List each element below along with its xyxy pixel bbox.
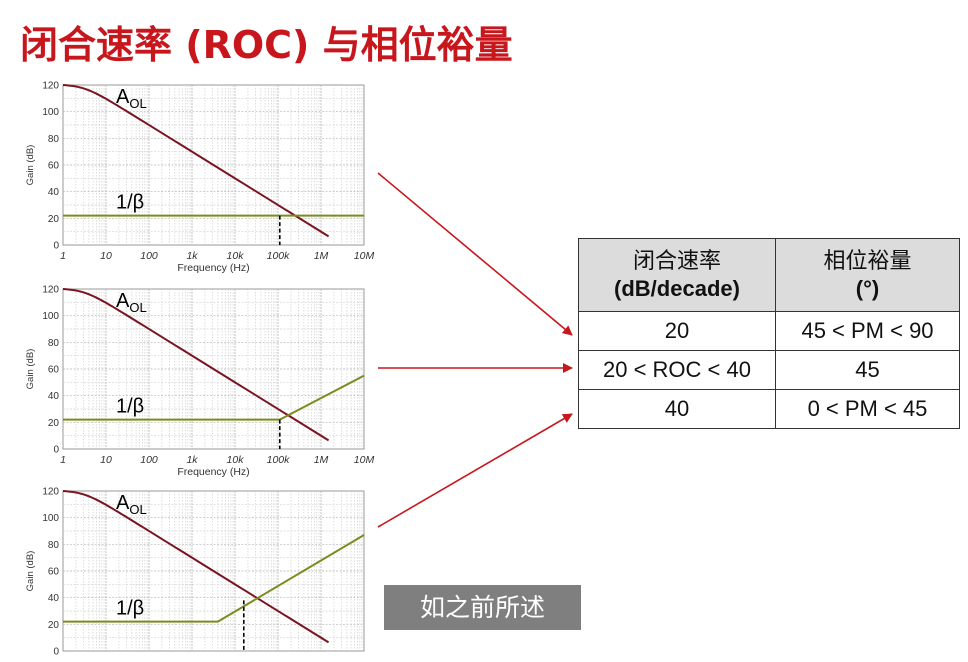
header-roc-line1: 闭合速率 bbox=[632, 248, 721, 273]
header-roc-line2: (dB/decade) bbox=[614, 276, 740, 301]
x-axis-label: Frequency (Hz) bbox=[177, 466, 249, 478]
y-tick-label: 100 bbox=[42, 107, 59, 118]
table-cell-roc: 40 bbox=[578, 389, 776, 429]
x-tick-label: 10k bbox=[227, 454, 245, 466]
y-tick-label: 60 bbox=[48, 161, 60, 172]
aol-label: AOL bbox=[116, 492, 147, 517]
y-tick-label: 40 bbox=[48, 187, 60, 198]
y-tick-label: 80 bbox=[48, 540, 60, 551]
x-tick-label: 100 bbox=[140, 454, 158, 466]
header-pm-line2: (°) bbox=[855, 276, 880, 301]
y-tick-label: 60 bbox=[48, 567, 60, 578]
note-badge: 如之前所述 bbox=[384, 585, 581, 630]
beta-label: 1/β bbox=[116, 396, 144, 418]
aol-label: AOL bbox=[116, 290, 147, 315]
y-tick-label: 40 bbox=[48, 593, 60, 604]
x-tick-label: 100 bbox=[140, 250, 158, 262]
x-tick-label: 10M bbox=[354, 454, 375, 466]
table-header-pm: 相位裕量 (°) bbox=[775, 238, 960, 312]
y-tick-label: 0 bbox=[53, 445, 59, 456]
y-tick-label: 20 bbox=[48, 214, 60, 225]
table-cell-roc: 20 bbox=[578, 311, 776, 351]
y-axis-label: Gain (dB) bbox=[25, 551, 36, 592]
page-title: 闭合速率 (ROC) 与相位裕量 bbox=[20, 23, 513, 67]
y-tick-label: 60 bbox=[48, 365, 60, 376]
x-tick-label: 1 bbox=[60, 454, 66, 466]
arrow-1 bbox=[377, 172, 573, 336]
table-row: 40 0 < PM < 45 bbox=[578, 389, 960, 429]
x-tick-label: 1M bbox=[314, 250, 329, 262]
table-cell-pm: 45 bbox=[775, 350, 960, 390]
aol-curve bbox=[62, 84, 330, 238]
y-axis-label: Gain (dB) bbox=[25, 145, 36, 186]
beta-label: 1/β bbox=[116, 598, 144, 620]
x-tick-label: 10 bbox=[100, 454, 112, 466]
x-tick-label: 1 bbox=[60, 250, 66, 262]
y-tick-label: 120 bbox=[42, 81, 59, 92]
beta-curve bbox=[63, 534, 365, 623]
table-row: 20 45 < PM < 90 bbox=[578, 311, 960, 351]
table-cell-roc: 20 < ROC < 40 bbox=[578, 350, 776, 390]
y-tick-label: 0 bbox=[53, 647, 59, 658]
x-axis-label: Frequency (Hz) bbox=[177, 262, 249, 274]
beta-label: 1/β bbox=[116, 192, 144, 214]
aol-label: AOL bbox=[116, 86, 147, 111]
x-tick-label: 1k bbox=[186, 454, 198, 466]
y-tick-label: 40 bbox=[48, 391, 60, 402]
header-pm-line1: 相位裕量 bbox=[823, 248, 912, 273]
table-cell-pm: 0 < PM < 45 bbox=[775, 389, 960, 429]
y-tick-label: 120 bbox=[42, 285, 59, 296]
y-axis-label: Gain (dB) bbox=[25, 349, 36, 390]
y-tick-label: 100 bbox=[42, 311, 59, 322]
y-tick-label: 20 bbox=[48, 620, 60, 631]
roc-pm-table: 闭合速率 (dB/decade) 相位裕量 (°) 20 45 < PM < 9… bbox=[578, 238, 960, 429]
x-tick-label: 1M bbox=[314, 454, 329, 466]
y-tick-label: 20 bbox=[48, 418, 60, 429]
table-row: 20 < ROC < 40 45 bbox=[578, 350, 960, 390]
y-tick-label: 80 bbox=[48, 338, 60, 349]
table-header-row: 闭合速率 (dB/decade) 相位裕量 (°) bbox=[578, 238, 960, 312]
aol-curve bbox=[62, 288, 330, 442]
table-cell-pm: 45 < PM < 90 bbox=[775, 311, 960, 351]
y-tick-label: 100 bbox=[42, 513, 59, 524]
x-tick-label: 10 bbox=[100, 250, 112, 262]
aol-curve bbox=[62, 490, 330, 644]
y-tick-label: 0 bbox=[53, 241, 59, 252]
x-tick-label: 100k bbox=[267, 250, 291, 262]
x-tick-label: 100k bbox=[267, 454, 291, 466]
x-tick-label: 10k bbox=[227, 250, 245, 262]
x-tick-label: 1k bbox=[186, 250, 198, 262]
y-tick-label: 120 bbox=[42, 487, 59, 498]
table-header-roc: 闭合速率 (dB/decade) bbox=[578, 238, 776, 312]
arrow-3 bbox=[377, 413, 573, 528]
x-tick-label: 10M bbox=[354, 250, 375, 262]
y-tick-label: 80 bbox=[48, 134, 60, 145]
